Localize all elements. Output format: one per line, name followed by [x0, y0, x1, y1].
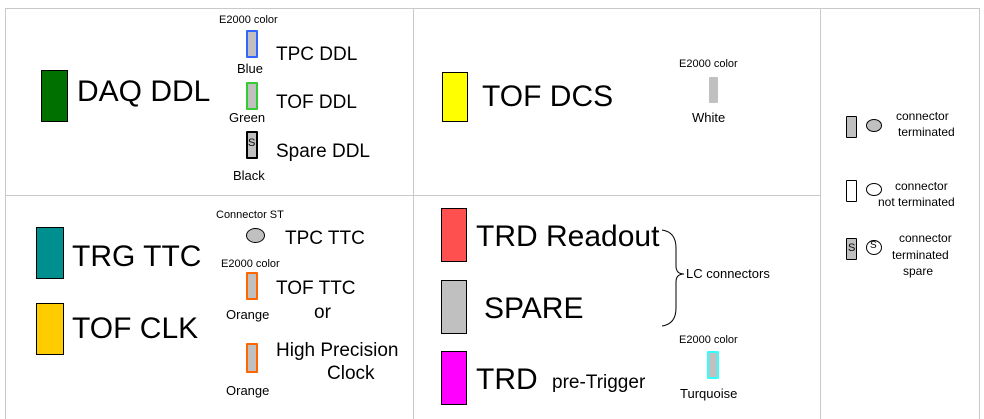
- grid-top-border: [5, 8, 980, 9]
- tof-clk-swatch: [36, 303, 64, 355]
- legend-connector-3: connector: [899, 231, 952, 245]
- orange-color-label-2: Orange: [226, 383, 270, 398]
- grid-left-border: [5, 8, 6, 419]
- tpc-ddl-connector: [246, 30, 258, 58]
- grid-vertical-2: [820, 8, 821, 419]
- legend-connector-2: connector: [895, 179, 948, 193]
- tof-dcs-label: TOF DCS: [482, 80, 614, 113]
- legend-not-terminated-oval: [866, 183, 882, 196]
- tof-dcs-swatch: [442, 72, 468, 122]
- green-color-label: Green: [229, 110, 266, 125]
- grid-middle-horizontal: [5, 195, 820, 196]
- tof-ttc-label: TOF TTC: [276, 278, 356, 299]
- legend-terminated-oval: [866, 119, 882, 132]
- legend-spare-oval-mark: S: [870, 240, 877, 251]
- daq-ddl-swatch: [41, 70, 68, 122]
- grid-right-border: [979, 8, 980, 419]
- connector-st-label: Connector ST: [216, 209, 284, 221]
- trd-pretrigger-swatch: [441, 351, 467, 405]
- pre-trigger-label: pre-Trigger: [552, 372, 646, 393]
- spare-ddl-connector: [246, 131, 258, 159]
- tof-ddl-connector: [246, 82, 258, 110]
- spare-swatch: [441, 280, 467, 334]
- trg-ttc-label: TRG TTC: [72, 240, 202, 273]
- legend-not-terminated: not terminated: [878, 195, 955, 209]
- trg-ttc-swatch: [36, 227, 64, 279]
- legend-terminated-rect: [846, 116, 857, 138]
- e2000-color-label-2: E2000 color: [679, 58, 738, 70]
- tof-clk-label: TOF CLK: [72, 312, 199, 345]
- tof-ttc-connector: [246, 272, 258, 300]
- blue-color-label: Blue: [237, 61, 264, 76]
- e2000-color-label-4: E2000 color: [679, 334, 738, 346]
- high-precision-connector: [246, 343, 258, 373]
- e2000-color-label-3: E2000 color: [221, 258, 280, 270]
- trd-readout-label: TRD Readout: [476, 220, 660, 253]
- trd-pretrigger-connector: [707, 351, 719, 379]
- tpc-ddl-label: TPC DDL: [276, 44, 358, 65]
- legend-not-terminated-rect: [846, 180, 857, 202]
- turquoise-color-label: Turquoise: [680, 386, 738, 401]
- tpc-ttc-label: TPC TTC: [285, 228, 365, 249]
- trd-readout-swatch: [441, 208, 467, 262]
- tof-ddl-label: TOF DDL: [276, 92, 357, 113]
- spare-ddl-mark: S: [248, 137, 256, 149]
- orange-color-label-1: Orange: [226, 307, 270, 322]
- lc-connectors-bracket: [661, 229, 685, 327]
- trd-label: TRD: [476, 363, 538, 396]
- legend-spare: spare: [903, 264, 934, 278]
- legend-spare-rect: [846, 238, 857, 260]
- legend-spare-rect-mark: S: [848, 242, 856, 254]
- spare-label: SPARE: [484, 292, 584, 325]
- legend-terminated-1: terminated: [898, 125, 955, 139]
- e2000-color-label-1: E2000 color: [219, 14, 278, 26]
- black-color-label: Black: [233, 168, 265, 183]
- high-precision-label: High Precision: [276, 340, 399, 361]
- lc-connectors-label: LC connectors: [686, 266, 770, 281]
- legend-connector-1: connector: [896, 109, 949, 123]
- grid-vertical-1: [413, 8, 414, 419]
- tof-dcs-connector: [709, 77, 718, 103]
- or-label: or: [314, 302, 331, 323]
- legend-terminated-2: terminated: [892, 248, 949, 262]
- st-connector-icon: [246, 228, 265, 243]
- legend-spare-oval: [866, 240, 882, 255]
- white-color-label: White: [692, 110, 726, 125]
- clock-label: Clock: [327, 363, 375, 384]
- spare-ddl-label: Spare DDL: [276, 141, 370, 162]
- daq-ddl-label: DAQ DDL: [77, 75, 211, 108]
